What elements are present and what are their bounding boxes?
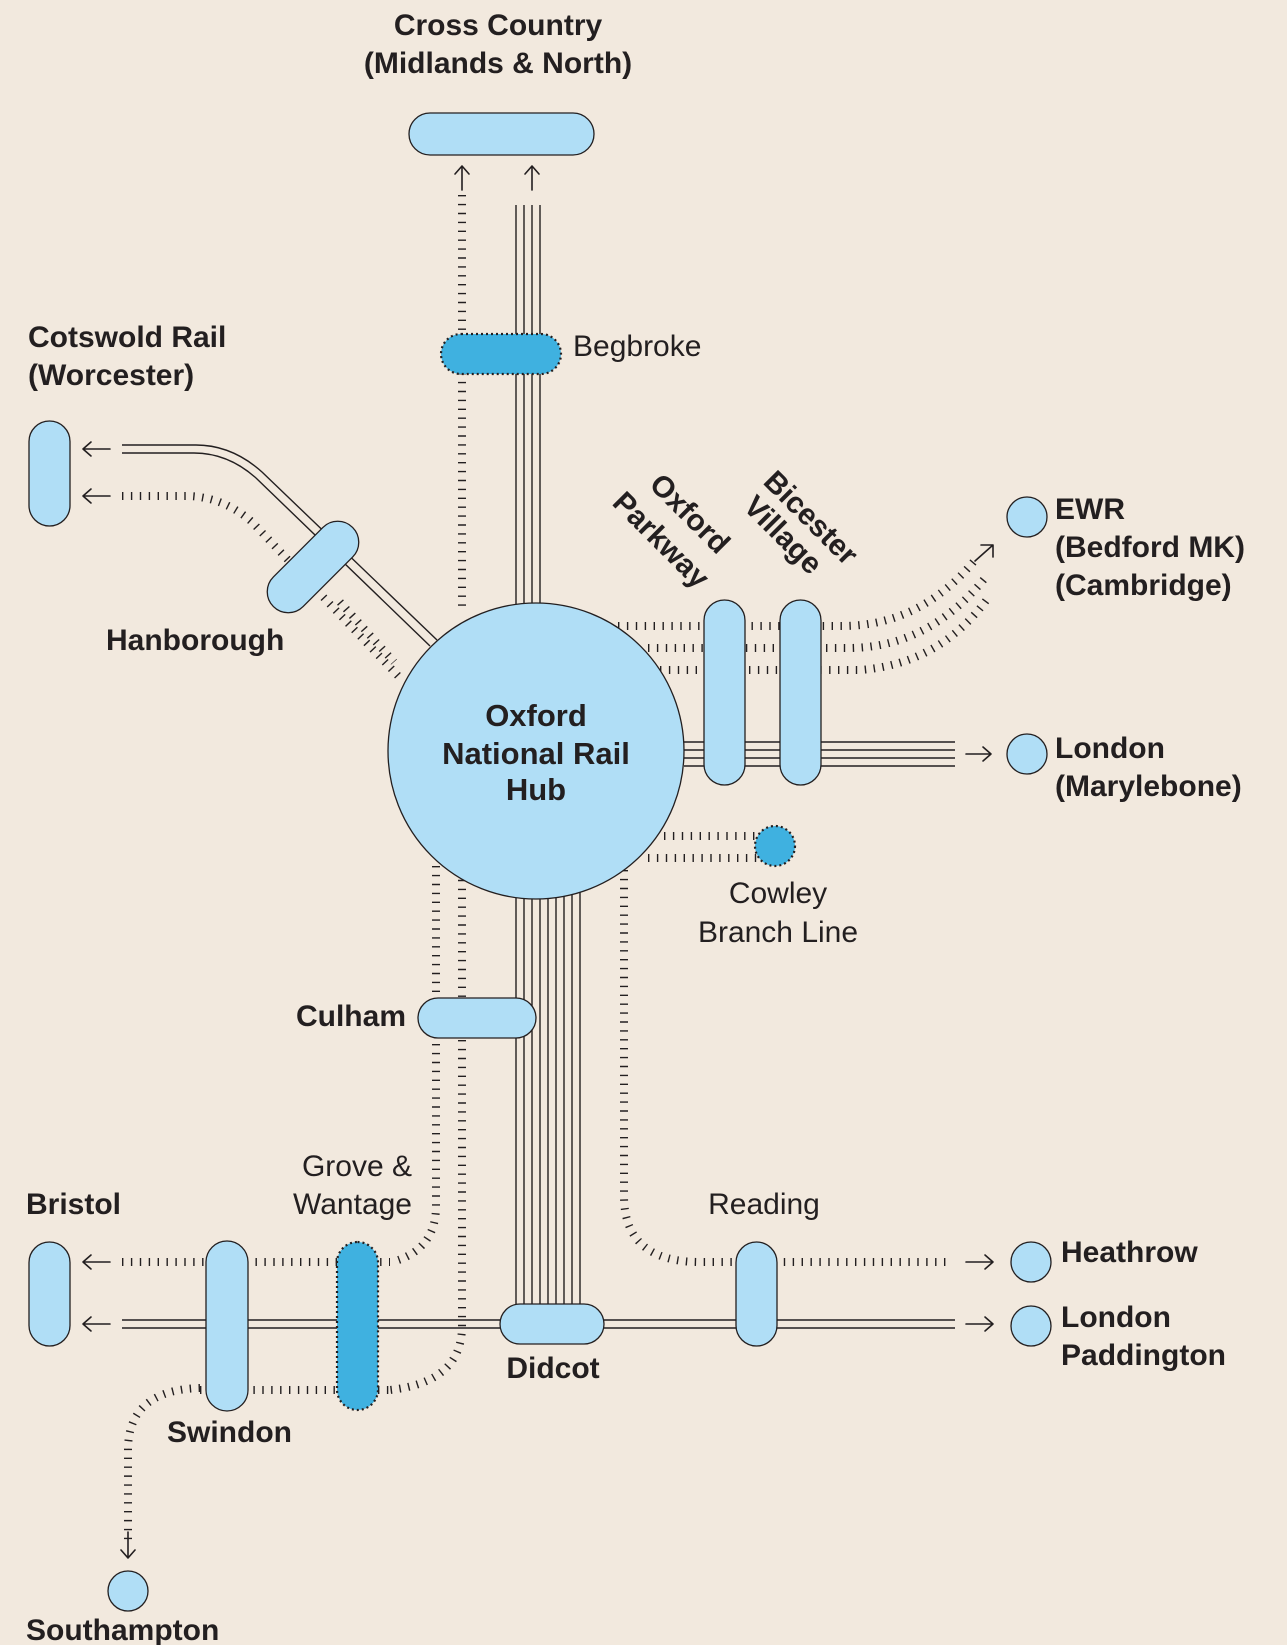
label-ewr-3: (Cambridge) — [1055, 569, 1232, 602]
label-cross-country-1: Cross Country — [394, 9, 603, 42]
arrow-bristol-existing — [82, 1316, 111, 1332]
hub-label-line-1: Oxford — [485, 698, 587, 733]
station-didcot[interactable] — [499, 1303, 605, 1345]
line-south-existing — [515, 890, 581, 1310]
line-ewr-proposed-1 — [618, 557, 979, 630]
station-cross-country[interactable] — [408, 112, 595, 156]
arrow-ewr — [974, 544, 994, 562]
label-marylebone-1: London — [1055, 732, 1165, 765]
arrow-north-1 — [454, 165, 470, 191]
line-culham-grove-proposed — [390, 866, 440, 1266]
station-begbroke[interactable] — [439, 332, 563, 376]
station-oxford-parkway[interactable] — [703, 599, 746, 786]
hub-label-line-3: Hub — [506, 772, 566, 807]
label-reading: Reading — [708, 1188, 820, 1221]
arrow-north-2 — [524, 165, 540, 191]
station-culham[interactable] — [417, 997, 537, 1039]
station-grove-wantage[interactable] — [335, 1240, 380, 1412]
station-reading[interactable] — [735, 1241, 778, 1347]
label-hanborough: Hanborough — [106, 624, 284, 657]
arrow-bristol-proposed — [82, 1254, 111, 1270]
arrow-cotswold-2 — [82, 488, 111, 504]
label-bristol: Bristol — [26, 1188, 121, 1221]
arrow-heathrow — [965, 1254, 994, 1270]
line-grove-didcot-proposed — [389, 862, 466, 1394]
station-swindon[interactable] — [205, 1240, 249, 1412]
station-ewr[interactable] — [1006, 496, 1048, 538]
label-culham: Culham — [296, 1000, 406, 1033]
arrow-marylebone — [965, 746, 992, 762]
label-cotswold-2: (Worcester) — [28, 359, 194, 392]
station-hanborough[interactable] — [259, 513, 368, 622]
label-cowley-1: Cowley — [729, 877, 827, 910]
station-heathrow[interactable] — [1010, 1241, 1052, 1283]
line-cotswold-proposed-2 — [337, 599, 397, 665]
label-cross-country-2: (Midlands & North) — [364, 47, 632, 80]
label-swindon: Swindon — [167, 1416, 292, 1449]
station-cotswold[interactable] — [28, 420, 71, 527]
label-begbroke: Begbroke — [573, 330, 701, 363]
tracks — [82, 165, 994, 1559]
label-ewr-1: EWR — [1055, 493, 1125, 526]
label-cowley-2: Branch Line — [698, 916, 858, 949]
label-paddington-1: London — [1061, 1301, 1171, 1334]
label-didcot: Didcot — [506, 1352, 599, 1385]
station-southampton[interactable] — [107, 1570, 149, 1612]
label-paddington-2: Paddington — [1061, 1339, 1226, 1372]
arrow-cotswold-1 — [82, 441, 111, 457]
arrow-southampton — [120, 1531, 136, 1559]
label-heathrow: Heathrow — [1061, 1236, 1198, 1269]
label-marylebone-2: (Marylebone) — [1055, 770, 1242, 803]
label-cotswold-1: Cotswold Rail — [28, 321, 226, 354]
label-grove-wantage-1: Grove & — [302, 1150, 412, 1183]
line-southampton-proposed — [124, 1384, 201, 1540]
station-bicester-village[interactable] — [779, 599, 822, 786]
station-paddington[interactable] — [1010, 1305, 1052, 1347]
line-north-existing — [515, 205, 541, 610]
station-bristol[interactable] — [28, 1241, 71, 1347]
oxford-hub[interactable]: Oxford National Rail Hub — [387, 602, 685, 900]
labels: Cross Country (Midlands & North) Begbrok… — [26, 9, 1245, 1645]
hub-label-line-2: National Rail — [442, 736, 630, 771]
station-cowley[interactable] — [753, 824, 797, 868]
arrow-paddington — [965, 1316, 994, 1332]
label-ewr-2: (Bedford MK) — [1055, 531, 1245, 564]
label-grove-wantage-2: Wantage — [293, 1188, 412, 1221]
stations — [28, 112, 1052, 1612]
station-marylebone[interactable] — [1006, 733, 1048, 775]
line-cotswold-existing — [122, 444, 438, 647]
label-southampton: Southampton — [26, 1614, 219, 1645]
